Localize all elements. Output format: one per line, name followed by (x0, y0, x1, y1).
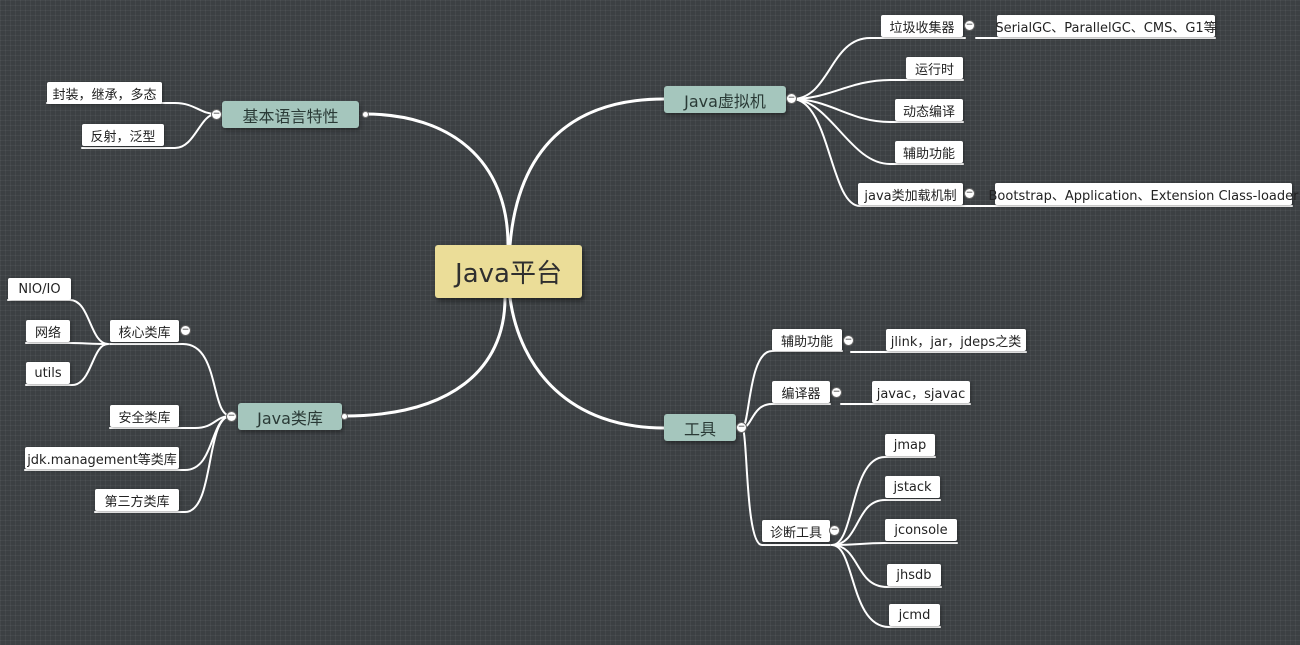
leaf-jhsdb[interactable]: jhsdb (887, 564, 941, 586)
branch-jvm[interactable]: Java虚拟机 (664, 86, 786, 113)
branch-tools[interactable]: 工具 (664, 414, 736, 441)
branch-basic-language[interactable]: 基本语言特性 (222, 101, 359, 128)
link-jvm-gc (791, 37, 966, 100)
leaf-utils[interactable]: utils (26, 362, 70, 384)
collapse-icon[interactable]: − (736, 422, 747, 433)
leaf-third-party[interactable]: 第三方类库 (95, 489, 179, 511)
leaf-network[interactable]: 网络 (26, 320, 70, 342)
link-jvm-runtime (791, 79, 964, 100)
link-diag-jhsdb (831, 544, 942, 588)
leaf-jstack[interactable]: jstack (885, 476, 940, 498)
leaf-security-library[interactable]: 安全类库 (110, 405, 179, 427)
link-diag-jstack (831, 499, 941, 546)
collapse-icon[interactable]: − (829, 525, 840, 536)
link-jvm-classload (791, 98, 979, 207)
root-node[interactable]: Java平台 (435, 245, 582, 298)
link-root-lib (342, 296, 507, 418)
link-diag-jconsole (831, 542, 958, 546)
leaf-reflection[interactable]: 反射，泛型 (82, 124, 164, 146)
leaf-gc-detail[interactable]: SerialGC、ParallelGC、CMS、G1等 (995, 15, 1217, 37)
link-core-net (25, 342, 109, 345)
leaf-runtime[interactable]: 运行时 (906, 57, 963, 79)
leaf-nio-io[interactable]: NIO/IO (8, 278, 71, 300)
connector-dot (362, 111, 369, 118)
collapse-icon[interactable]: − (180, 325, 191, 336)
link-basic-1 (46, 102, 217, 115)
link-root-tools (508, 296, 666, 430)
collapse-icon[interactable]: − (831, 387, 842, 398)
leaf-tools-aux[interactable]: 辅助功能 (772, 329, 842, 351)
link-jvm-jit (791, 98, 964, 123)
leaf-classloader[interactable]: java类加载机制 (858, 183, 963, 205)
leaf-jmap[interactable]: jmap (885, 434, 935, 456)
collapse-icon[interactable]: − (964, 188, 975, 199)
link-core-utils (25, 343, 109, 386)
collapse-icon[interactable]: − (211, 109, 222, 120)
leaf-jit[interactable]: 动态编译 (895, 99, 963, 121)
collapse-icon[interactable]: − (843, 335, 854, 346)
leaf-gc[interactable]: 垃圾收集器 (881, 15, 963, 37)
link-lib-third (94, 415, 232, 513)
link-lib-core (109, 343, 232, 417)
link-jvm-aux (791, 98, 964, 165)
link-tools-compiler (741, 403, 831, 429)
leaf-compiler[interactable]: 编译器 (772, 381, 830, 403)
leaf-compiler-detail[interactable]: javac，sjavac (872, 381, 970, 403)
collapse-icon[interactable]: − (964, 20, 975, 31)
leaf-core-library[interactable]: 核心类库 (110, 320, 179, 342)
collapse-icon[interactable]: − (786, 93, 797, 104)
link-root-jvm (508, 97, 666, 247)
leaf-encapsulation[interactable]: 封装，继承，多态 (47, 82, 162, 104)
leaf-jcmd[interactable]: jcmd (889, 604, 940, 626)
leaf-classloader-detail[interactable]: Bootstrap、Application、Extension Class-lo… (989, 183, 1298, 205)
leaf-diagnostics[interactable]: 诊断工具 (762, 520, 830, 542)
leaf-jconsole[interactable]: jconsole (885, 519, 957, 541)
leaf-jdk-management[interactable]: jdk.management等类库 (25, 447, 179, 469)
link-tools-diag (741, 427, 831, 546)
collapse-icon[interactable]: − (226, 411, 237, 422)
link-core-nio (7, 299, 109, 345)
link-root-basic (363, 112, 510, 247)
connector-dot (341, 413, 348, 420)
leaf-jvm-aux[interactable]: 辅助功能 (895, 141, 963, 163)
branch-java-library[interactable]: Java类库 (238, 403, 342, 430)
link-diag-jcmd (831, 544, 941, 628)
link-diag-jmap (831, 456, 936, 546)
leaf-aux-detail[interactable]: jlink，jar，jdeps之类 (886, 329, 1026, 351)
